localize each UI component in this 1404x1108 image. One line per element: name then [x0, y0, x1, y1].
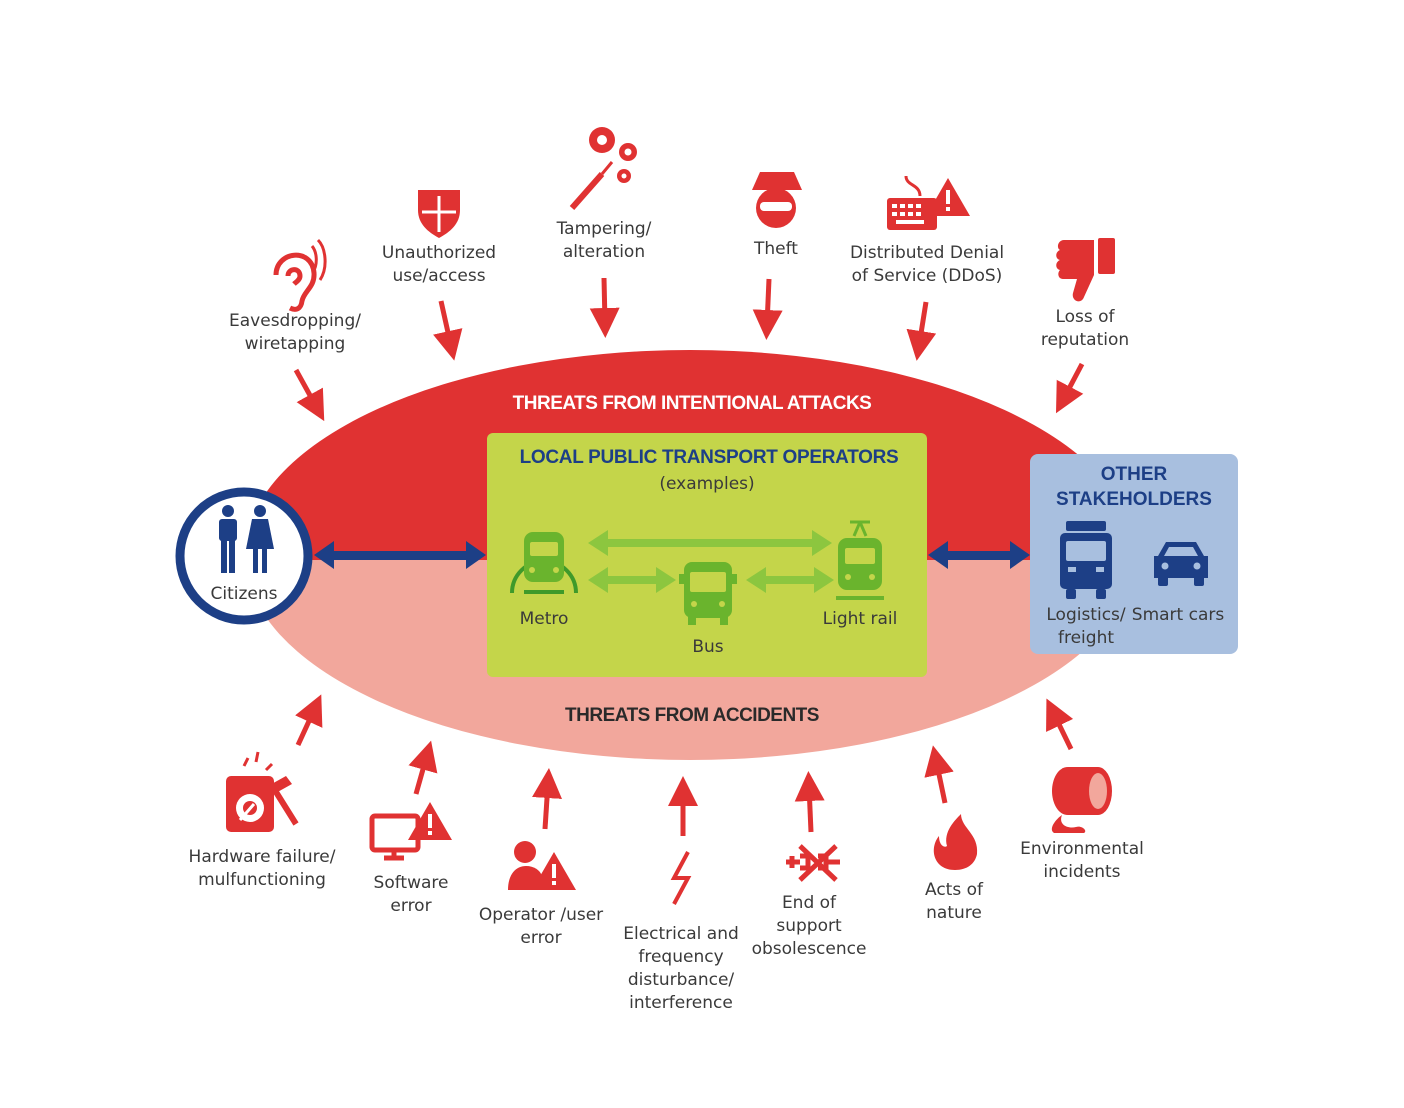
mode-label-light-rail: Light rail: [822, 609, 898, 629]
threat-label-end-of-support: End of support obsolescence: [752, 892, 867, 961]
mode-label-metro: Metro: [519, 609, 569, 629]
theft-line1: Theft: [754, 239, 798, 259]
threat-label-environmental: Environmental incidents: [1020, 838, 1144, 884]
electrical-line2: frequency: [638, 947, 724, 967]
end-of-support-line1: End of: [781, 893, 837, 913]
software-line2: error: [390, 896, 432, 916]
threat-label-eavesdropping: Eavesdropping/ wiretapping: [229, 310, 361, 356]
oil-barrel-icon: [1051, 767, 1112, 833]
light-rail-icon: [836, 520, 884, 600]
stakeholders-title-line2: STAKEHOLDERS: [1056, 489, 1212, 510]
end-of-support-line2: support: [776, 916, 842, 936]
people-icon: [219, 505, 274, 573]
ear-icon: [273, 238, 327, 312]
electrical-line4: interference: [629, 993, 733, 1013]
threat-label-tampering: Tampering/ alteration: [557, 218, 652, 264]
operator-line2: error: [520, 928, 562, 948]
operators-title: LOCAL PUBLIC TRANSPORT OPERATORS: [519, 447, 899, 468]
threat-label-ddos: Distributed Denial of Service (DDoS): [850, 242, 1004, 288]
operators-subtitle: (examples): [659, 474, 755, 494]
reputation-line1: Loss of: [1055, 307, 1115, 327]
nature-line2: nature: [926, 903, 982, 923]
environmental-line1: Environmental: [1020, 839, 1144, 859]
gears-screwdriver-icon: [569, 127, 637, 210]
accidents-title: THREATS FROM ACCIDENTS: [565, 705, 819, 726]
stakeholder-label-smart-cars: Smart cars: [1131, 605, 1225, 625]
stakeholders-box: [1030, 454, 1238, 654]
threat-label-hardware: Hardware failure/ mulfunctioning: [189, 846, 336, 892]
fire-icon: [933, 814, 978, 870]
thumbs-down-icon: [1056, 238, 1115, 302]
electrical-line1: Electrical and: [623, 924, 739, 944]
nature-line1: Acts of: [925, 880, 983, 900]
broken-plug-icon: [786, 844, 840, 882]
stakeholder-logistics-line2: freight: [1057, 628, 1115, 648]
stakeholders-title: OTHER STAKEHOLDERS: [1056, 462, 1212, 512]
unauthorized-line1: Unauthorized: [381, 243, 497, 263]
environmental-line2: incidents: [1043, 862, 1121, 882]
citizens-circle: [175, 487, 313, 625]
user-warning-icon: [508, 841, 576, 890]
operators-stakeholders-link: [928, 541, 1030, 569]
software-line1: Software: [373, 873, 449, 893]
ddos-line2: of Service (DDoS): [851, 266, 1003, 286]
ddos-line1: Distributed Denial: [849, 243, 1005, 263]
operator-line1: Operator /user: [478, 905, 604, 925]
operators-box: [487, 433, 927, 677]
reputation-line2: reputation: [1040, 330, 1130, 350]
eavesdropping-line2: wiretapping: [244, 334, 346, 354]
citizens-label: Citizens: [210, 584, 278, 604]
thief-icon: [752, 172, 802, 228]
metro-icon: [510, 532, 578, 594]
monitor-warning-icon: [369, 802, 452, 861]
truck-icon: [1060, 521, 1112, 599]
bus-icon: [679, 562, 737, 625]
car-icon: [1154, 542, 1208, 586]
threat-label-software: Software error: [374, 872, 449, 918]
stakeholder-label-logistics: Logistics/ freight: [1046, 604, 1125, 650]
threat-label-operator: Operator /user error: [479, 904, 603, 950]
keyboard-warning-icon: [887, 175, 970, 230]
mode-links: [588, 530, 834, 593]
end-of-support-line3: obsolescence: [751, 939, 867, 959]
threat-label-nature: Acts of nature: [925, 879, 983, 925]
shield-icon: [418, 190, 460, 238]
eavesdropping-line1: Eavesdropping/: [229, 311, 361, 331]
attacks-title: THREATS FROM INTENTIONAL ATTACKS: [512, 393, 872, 414]
tampering-line1: Tampering/: [556, 219, 652, 239]
hardware-hammer-icon: [226, 751, 299, 832]
lightning-icon: [670, 851, 692, 905]
attack-arrows: [293, 277, 1085, 422]
unauthorized-line2: use/access: [392, 266, 486, 286]
stakeholders-title-line1: OTHER: [1100, 464, 1168, 485]
threat-label-theft: Theft: [754, 238, 798, 261]
citizens-operators-link: [314, 541, 486, 569]
mode-label-bus: Bus: [692, 637, 724, 657]
accident-arrows: [295, 694, 1074, 836]
hardware-line2: mulfunctioning: [198, 870, 326, 890]
electrical-line3: disturbance/: [627, 970, 735, 990]
threat-label-unauthorized: Unauthorized use/access: [382, 242, 496, 288]
hardware-line1: Hardware failure/: [188, 847, 336, 867]
threat-label-reputation: Loss of reputation: [1041, 306, 1129, 352]
threat-label-electrical: Electrical and frequency disturbance/ in…: [623, 923, 739, 1015]
tampering-line2: alteration: [562, 242, 646, 262]
stakeholder-logistics-line1: Logistics/: [1046, 605, 1126, 625]
